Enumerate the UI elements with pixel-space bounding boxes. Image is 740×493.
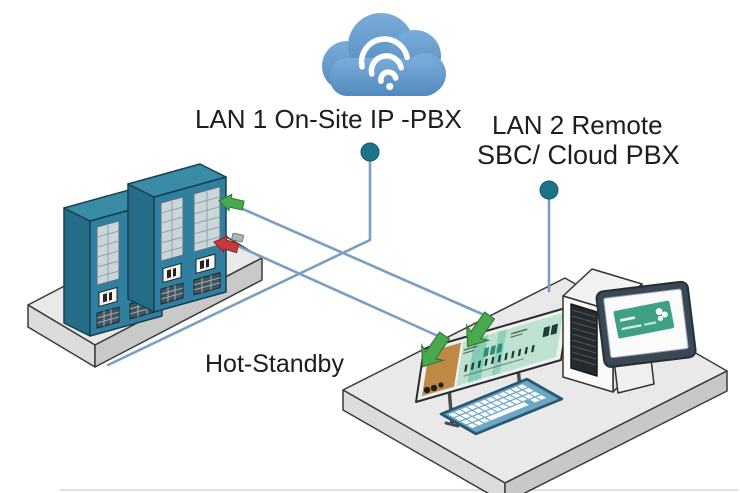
sbc-ingress-arrow-2 bbox=[466, 311, 496, 348]
wifi-icon bbox=[358, 36, 410, 91]
standby-path-line bbox=[238, 245, 440, 338]
lan2-node-dot bbox=[539, 180, 559, 200]
lan1-node-dot bbox=[360, 142, 380, 162]
lan2-label-line1: LAN 2 Remote bbox=[492, 110, 663, 140]
lan2-label-line2: SBC/ Cloud PBX bbox=[477, 140, 680, 170]
screen-card bbox=[613, 300, 675, 339]
server-rack-primary bbox=[127, 163, 227, 313]
active-link-arrow bbox=[218, 193, 245, 212]
cable-plug-icon bbox=[231, 232, 244, 243]
active-path-line bbox=[234, 204, 484, 316]
lan1-connector-line bbox=[106, 159, 372, 367]
workstation-monitor bbox=[595, 280, 697, 368]
lan1-label: LAN 1 On-Site IP -PBX bbox=[195, 104, 462, 134]
cloud-icon bbox=[322, 13, 446, 96]
sbc-ingress-arrow-1 bbox=[421, 331, 451, 368]
connector-lines bbox=[106, 159, 551, 367]
hot-standby-label: Hot-Standby bbox=[205, 350, 344, 378]
standby-link-arrow bbox=[213, 235, 240, 254]
keyboard bbox=[439, 377, 564, 436]
